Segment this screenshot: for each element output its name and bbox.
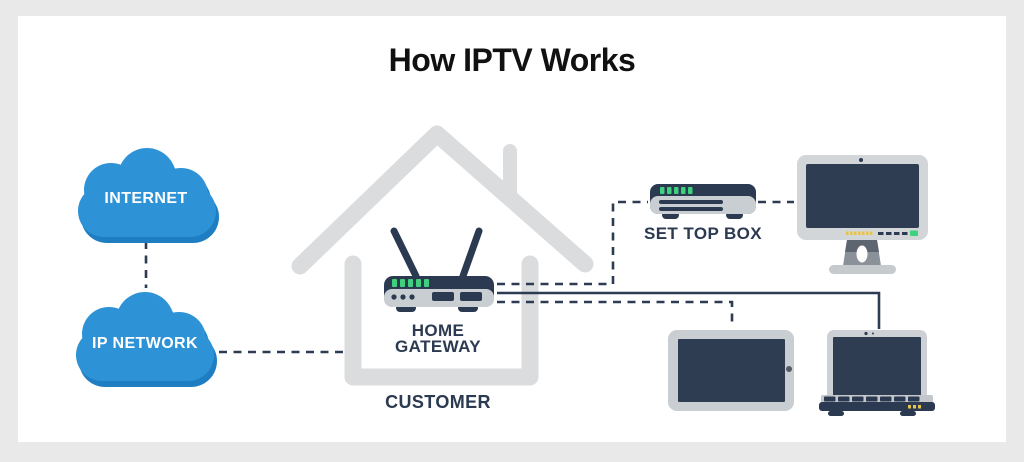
internet-label: INTERNET: [104, 190, 188, 207]
connection-lines: [144, 200, 881, 354]
customer-label: CUSTOMER: [385, 392, 491, 412]
monitor-icon: [797, 155, 928, 274]
monitor-power-led: [910, 230, 918, 236]
home-gateway-label-line1: HOME: [411, 321, 465, 340]
set-top-box-label: SET TOP BOX: [643, 224, 763, 243]
link-gateway-settopbox: [497, 200, 648, 286]
home-gateway-label-line2: GATEWAY: [395, 337, 481, 356]
ip-network-label: IP NETWORK: [92, 335, 198, 352]
link-gateway-laptop: [497, 291, 881, 329]
set-top-box-leds: [660, 187, 693, 194]
laptop-indicator-dots: [908, 405, 921, 409]
laptop-icon: [819, 330, 935, 416]
house-walls: [344, 255, 539, 386]
house-roof: [291, 125, 594, 275]
router-leds: [392, 279, 429, 287]
set-top-box-icon: [650, 184, 756, 219]
monitor-indicator-dots: [846, 231, 873, 235]
home-gateway-label: HOME GATEWAY: [358, 321, 518, 356]
page-title: How IPTV Works: [388, 42, 636, 78]
house-icon: [291, 125, 594, 386]
link-gateway-tablet: [497, 300, 734, 327]
router-icon: [384, 227, 494, 312]
tablet-icon: [668, 330, 794, 411]
laptop-keys: [824, 396, 920, 402]
